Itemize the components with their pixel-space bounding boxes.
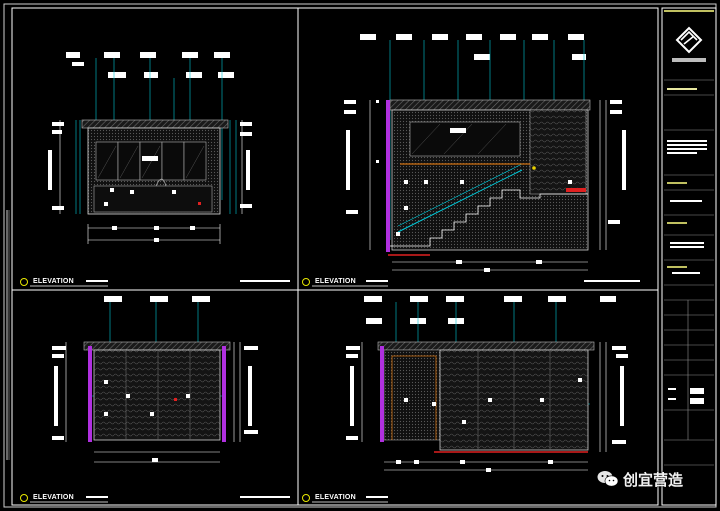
elevation-label-top-right: ELEVATION [315,278,356,285]
elevation-panel-bottom-right [302,296,628,503]
elevation-label-bottom-left: ELEVATION [33,494,74,501]
elevation-panel-top-right [302,34,640,287]
callout-tags [360,34,586,60]
company-logo-icon [672,26,706,62]
elevation-label-top-left: ELEVATION [33,278,74,285]
sheet-frame [3,3,717,508]
wechat-icon [597,471,619,487]
elevation-panel-top-left [20,52,290,287]
elevation-panel-bottom-left [20,296,290,503]
callout-tags [364,296,616,324]
callout-tags [104,296,210,302]
title-block [661,7,717,506]
elevation-label-bottom-right: ELEVATION [315,494,356,501]
callout-tags [66,52,234,78]
watermark-text: 创宜营造 [623,470,684,489]
watermark: 创宜营造 [597,468,715,490]
